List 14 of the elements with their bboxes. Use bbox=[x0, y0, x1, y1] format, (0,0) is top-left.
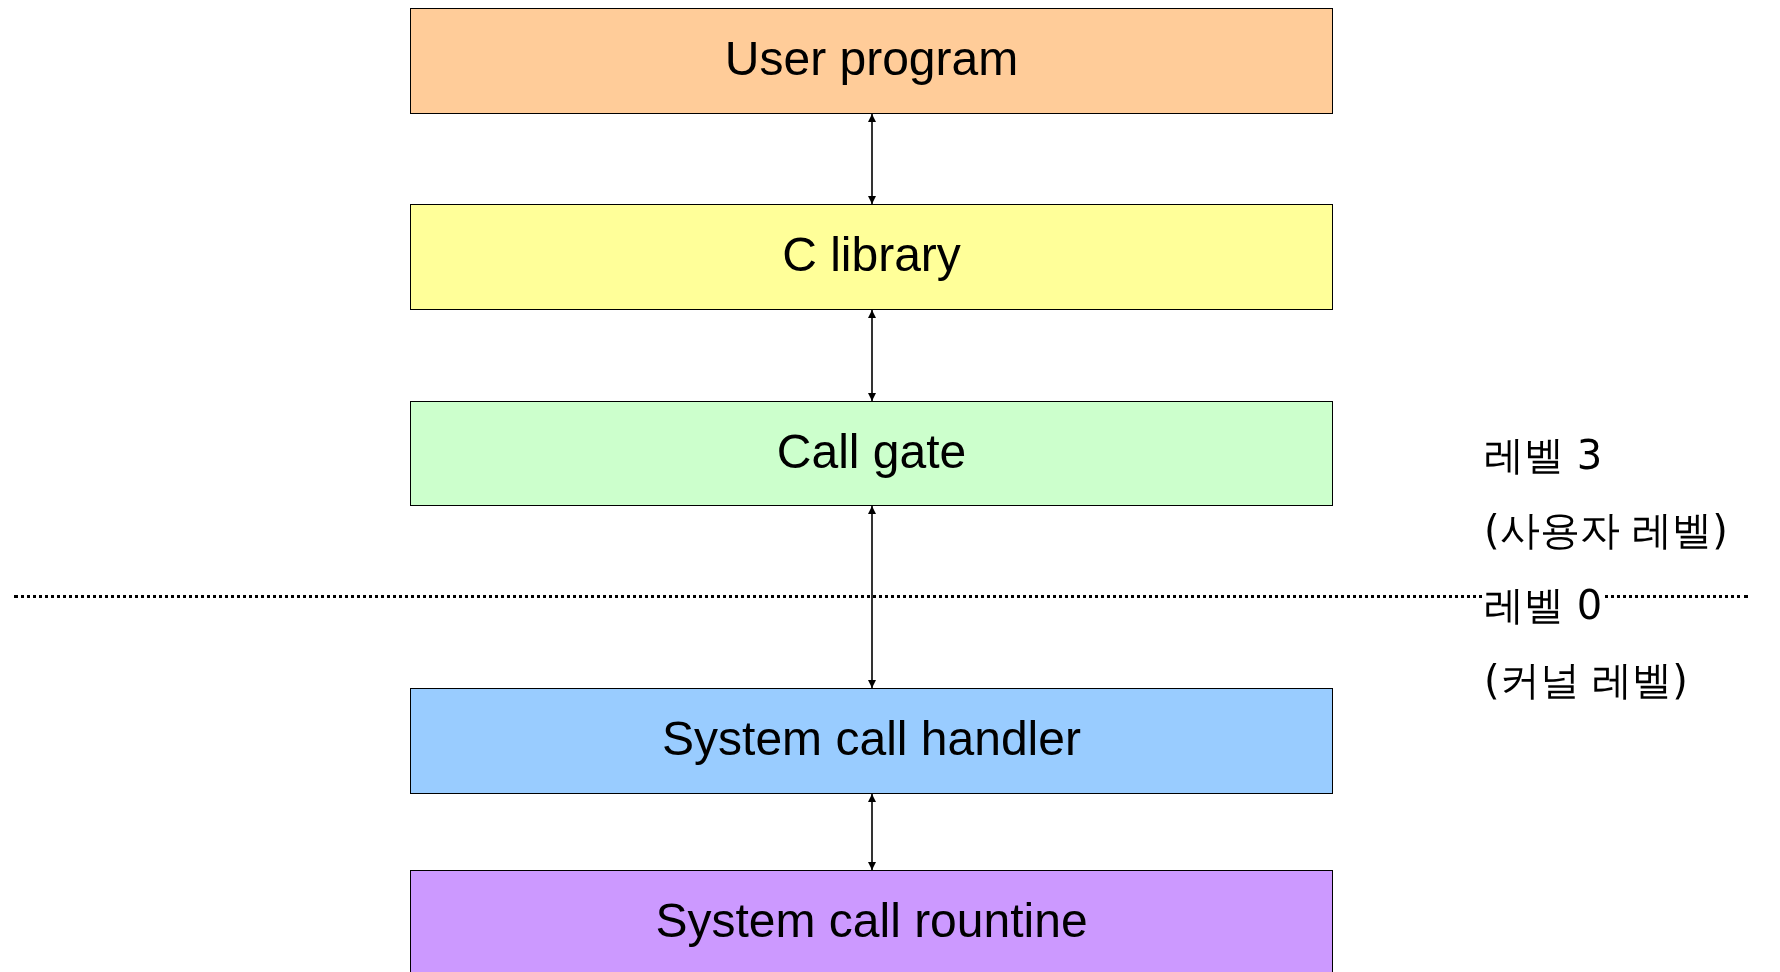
layer-box bbox=[410, 870, 1333, 972]
arrow bbox=[868, 505, 876, 689]
layer-box bbox=[410, 8, 1333, 114]
arrow bbox=[868, 793, 876, 871]
layer-box bbox=[410, 204, 1333, 310]
layer-box bbox=[410, 401, 1333, 506]
arrow bbox=[868, 113, 876, 205]
layer-label: System call handler bbox=[662, 711, 1081, 767]
layer-label: System call rountine bbox=[655, 893, 1088, 949]
layer-label: Call gate bbox=[776, 424, 967, 480]
layer-label: C library bbox=[782, 227, 961, 283]
layer-label: User program bbox=[724, 31, 1019, 87]
layer-box bbox=[410, 688, 1333, 794]
arrow bbox=[868, 309, 876, 402]
